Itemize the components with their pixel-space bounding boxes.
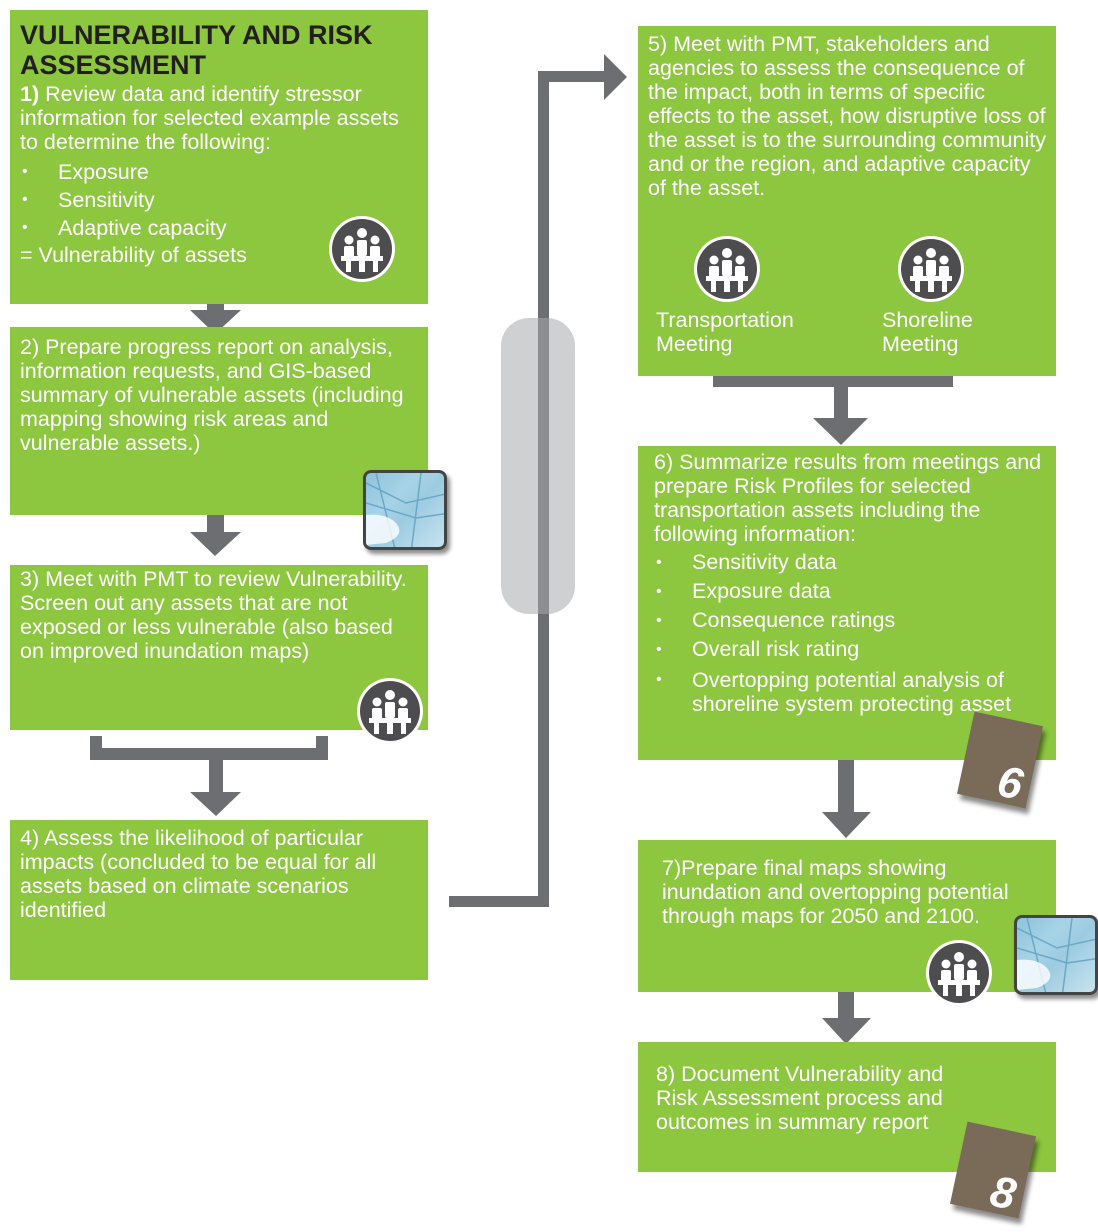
list-item: •Sensitivity data — [656, 550, 837, 574]
step-4-box: 4) Assess the likelihood of particular i… — [10, 820, 428, 980]
map-icon — [363, 470, 447, 550]
step-4-text: 4) Assess the likelihood of particular i… — [20, 826, 377, 922]
step-8-text: 8) Document Vulnerability and Risk Asses… — [656, 1062, 944, 1134]
document-badge-8: 8 — [986, 1166, 1021, 1220]
arrow-7-to-8 — [822, 990, 871, 1044]
step-2-text: 2) Prepare progress report on analysis, … — [20, 335, 404, 455]
list-item: •Consequence ratings — [656, 608, 896, 632]
meeting-icon — [694, 236, 760, 302]
transportation-meeting-label: Transportation Meeting — [656, 308, 794, 356]
step-7-text: 7)Prepare final maps showing inundation … — [662, 856, 1009, 928]
list-item: •Adaptive capacity — [22, 216, 227, 240]
step-3-text: 3) Meet with PMT to review Vulnerability… — [20, 567, 407, 663]
diagram-title: VULNERABILITY AND RISK ASSESSMENT — [20, 20, 373, 80]
step-5-text: 5) Meet with PMT, stakeholders and agenc… — [648, 32, 1046, 200]
meeting-icon — [357, 678, 423, 744]
arrow-6-to-7 — [822, 760, 871, 838]
step-6-box: 6) Summarize results from meetings and p… — [638, 446, 1056, 760]
map-icon — [1014, 915, 1098, 995]
list-item: •Exposure — [22, 160, 149, 184]
step-1-bullets: •Exposure •Sensitivity •Adaptive capacit… — [20, 158, 418, 242]
meeting-icon — [329, 216, 395, 282]
list-item: •Overtopping potential analysis of shore… — [656, 668, 1012, 716]
step-1-text: 1) Review data and identify stressor inf… — [20, 82, 415, 154]
map-graphic — [366, 473, 444, 547]
step-1-description: Review data and identify stressor inform… — [20, 82, 399, 154]
list-item: •Sensitivity — [22, 188, 155, 212]
meeting-icon — [926, 940, 992, 1006]
meeting-icon — [898, 236, 964, 302]
step-1-number: 1) — [20, 82, 40, 106]
step-1-result: = Vulnerability of assets — [20, 243, 247, 267]
shoreline-meeting-label: Shoreline Meeting — [882, 308, 973, 356]
list-item: •Overall risk rating — [656, 637, 860, 661]
step-6-bullets: •Sensitivity data •Exposure data •Conseq… — [654, 548, 1048, 716]
step-2-box: 2) Prepare progress report on analysis, … — [10, 327, 428, 515]
document-badge-6: 6 — [993, 756, 1028, 810]
step-6-text: 6) Summarize results from meetings and p… — [654, 450, 1042, 546]
list-item: •Exposure data — [656, 579, 831, 603]
map-graphic — [1017, 918, 1095, 992]
connector-pill — [501, 318, 575, 614]
step-5-box: 5) Meet with PMT, stakeholders and agenc… — [638, 26, 1056, 376]
arrow-3-to-4 — [90, 736, 328, 816]
step-7-box: 7)Prepare final maps showing inundation … — [638, 840, 1056, 992]
step-1-box: VULNERABILITY AND RISK ASSESSMENT 1) Rev… — [10, 10, 428, 304]
